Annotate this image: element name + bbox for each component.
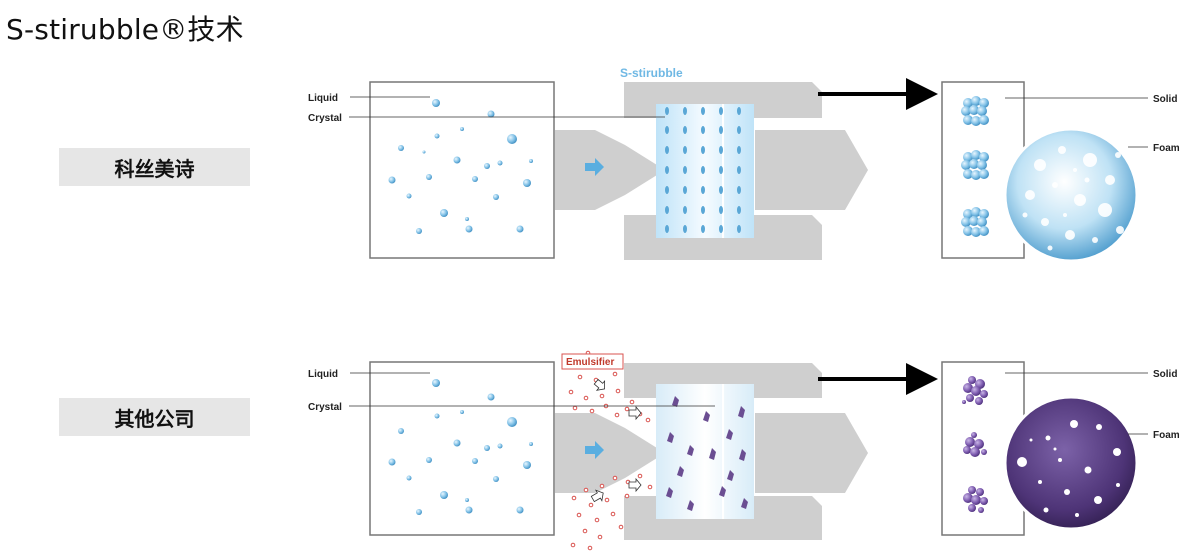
emulsifier-flow-arrows: [590, 378, 642, 503]
flow-arrow-icon: [585, 158, 604, 176]
mixer-machine: [555, 82, 868, 260]
page-title: S-stirubble®技术: [6, 13, 244, 46]
solid-cluster-icons: [962, 376, 988, 513]
liquid-tank: [369, 81, 555, 259]
row-label-cosmax: 科丝美诗: [59, 148, 250, 186]
foam-label: Foam: [1153, 430, 1180, 441]
foam-magnified-blue: [1003, 127, 1139, 263]
crystal-label: Crystal: [308, 113, 342, 124]
crystal-label: Crystal: [308, 402, 342, 413]
liquid-bubbles: [388, 379, 533, 515]
solid-label: Solid: [1153, 369, 1177, 380]
row-other-diagram: Emulsifier Liquid Crystal: [308, 350, 1180, 551]
solid-label: Solid: [1153, 94, 1177, 105]
stirring-chamber: [656, 384, 754, 519]
foam-magnified-purple: [1003, 395, 1139, 531]
liquid-label: Liquid: [308, 369, 338, 380]
crystal-grid: [665, 107, 741, 233]
emulsifier-particles: [568, 350, 653, 551]
liquid-bubbles: [388, 99, 533, 234]
irregular-crystals: [666, 396, 748, 511]
flow-arrow-icon: [585, 441, 604, 459]
liquid-label: Liquid: [308, 93, 338, 104]
liquid-tank: [369, 361, 555, 536]
process-label: S-stirubble: [620, 66, 683, 80]
solid-cluster-icons: [961, 96, 989, 237]
row-label-other-companies: 其他公司: [59, 398, 250, 436]
emulsifier-tag: [561, 353, 624, 370]
foam-label: Foam: [1153, 143, 1180, 154]
emulsifier-label: Emulsifier: [566, 357, 614, 368]
mixer-machine: [555, 363, 868, 540]
row-cosmax-diagram: S-stirubble Liquid Crystal: [308, 66, 1180, 263]
